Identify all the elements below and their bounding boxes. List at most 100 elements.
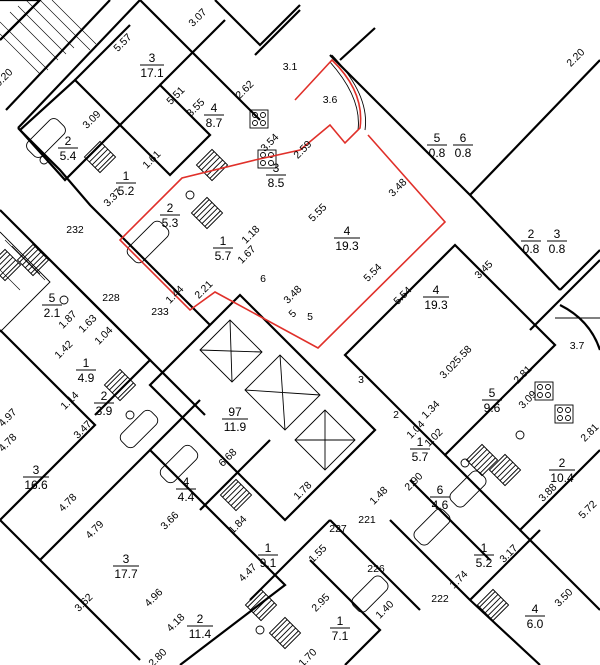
svg-text:4.9: 4.9: [78, 371, 95, 385]
svg-text:8.7: 8.7: [206, 116, 223, 130]
elevator-shaft-2: [244, 354, 321, 431]
fixtures: [26, 109, 574, 635]
dimension-label: 3.50: [552, 586, 575, 609]
svg-text:0.8: 0.8: [549, 242, 566, 256]
svg-text:4: 4: [211, 101, 218, 115]
dimension-label: 1.61: [140, 148, 163, 171]
svg-text:5.2: 5.2: [476, 556, 493, 570]
dimension-label: 233: [151, 306, 169, 318]
dimension-label: 1.02: [422, 426, 445, 449]
room-label: 2 0.8: [521, 227, 541, 256]
vent-shaft-icon: [488, 453, 522, 487]
room-label: 4 19.3: [334, 224, 360, 253]
svg-text:3: 3: [273, 161, 280, 175]
svg-text:4: 4: [344, 224, 351, 238]
dimension-label: 3.1: [283, 61, 298, 73]
dimension-label: 3.48: [386, 176, 409, 199]
svg-text:5.3: 5.3: [162, 216, 179, 230]
svg-text:3: 3: [33, 463, 40, 477]
dimension-label: 5: [307, 311, 313, 323]
dimension-label: 1.84: [226, 513, 249, 536]
room-label: 3 0.8: [547, 227, 567, 256]
svg-text:5.2: 5.2: [118, 184, 135, 198]
dimension-label: 3.45: [472, 258, 495, 281]
svg-text:4.4: 4.4: [178, 490, 195, 504]
dimension-label: 4.96: [142, 586, 165, 609]
dimension-label: 5.57: [111, 31, 134, 54]
dimension-label: 1.55: [306, 542, 329, 565]
svg-text:0.8: 0.8: [455, 146, 472, 160]
svg-text:8.5: 8.5: [268, 176, 285, 190]
dimension-label: 2.90: [402, 470, 425, 493]
room-label: 4 6.0: [525, 602, 545, 631]
room-label: 4 4.4: [176, 475, 196, 504]
svg-text:5: 5: [49, 291, 56, 305]
ventilation-shafts: [0, 140, 522, 650]
dimension-label: 2.21: [192, 278, 215, 301]
svg-text:6: 6: [437, 483, 444, 497]
dimension-label: 5.72: [576, 498, 599, 521]
room-label: 2 5.3: [160, 201, 180, 230]
room-label: 1 9.1: [258, 541, 278, 570]
dimension-label: 1.34: [419, 398, 442, 421]
dimension-label: 2.20: [564, 46, 587, 69]
room-label: 2 10.4: [549, 456, 575, 485]
room-label: 6 4.6: [430, 483, 450, 512]
svg-text:5.7: 5.7: [215, 249, 232, 263]
svg-text:6.0: 6.0: [527, 617, 544, 631]
svg-text:5: 5: [489, 386, 496, 400]
svg-text:2: 2: [197, 612, 204, 626]
dimension-label: 6.68: [216, 446, 239, 469]
dimension-label: 3.54: [258, 131, 281, 154]
vent-shaft-icon: [268, 616, 302, 650]
room-label: 1 4.9: [76, 356, 96, 385]
vent-shaft-icon: [0, 248, 22, 282]
svg-text:3.9: 3.9: [96, 404, 113, 418]
svg-text:1: 1: [265, 541, 272, 555]
svg-text:17.1: 17.1: [140, 66, 164, 80]
svg-text:5.7: 5.7: [412, 450, 429, 464]
vent-shaft-icon: [190, 196, 224, 230]
dimension-label: 3: [358, 374, 364, 386]
dimension-label: 5.51: [164, 84, 187, 107]
room-label: 2 5.4: [58, 134, 78, 163]
dimension-label: 4.78: [0, 431, 19, 454]
vent-shaft-icon: [16, 243, 50, 277]
labels: 3 17.1 2 5.4 4 8.7 1 5.2 3 8.5 2 5.3: [23, 51, 575, 643]
vent-shaft-icon: [103, 368, 137, 402]
dimension-label: 2: [393, 409, 399, 421]
dimension-label: 0.20: [0, 66, 15, 89]
dimension-label: 1.74: [447, 568, 470, 591]
room-label: 3 17.7: [113, 552, 139, 581]
dimension-label: 3.7: [570, 340, 585, 352]
svg-text:1: 1: [83, 356, 90, 370]
svg-text:0.8: 0.8: [523, 242, 540, 256]
dimension-label: 1.42: [52, 338, 75, 361]
dimension-label: 2.80: [146, 646, 169, 665]
room-label: 1 5.7: [213, 234, 233, 263]
svg-text:2: 2: [167, 201, 174, 215]
svg-text:5: 5: [434, 131, 441, 145]
svg-text:1: 1: [481, 541, 488, 555]
svg-text:17.7: 17.7: [114, 567, 138, 581]
dimension-label: 4.78: [56, 491, 79, 514]
dimension-label: 5.54: [361, 261, 384, 284]
room-label: 1 5.7: [410, 435, 430, 464]
vent-shaft-icon: [244, 588, 278, 622]
svg-text:4: 4: [433, 283, 440, 297]
svg-text:4: 4: [532, 602, 539, 616]
dimension-label: 1.48: [367, 484, 390, 507]
dimension-label: 1.18: [239, 223, 262, 246]
room-label: 5 9.6: [482, 386, 502, 415]
dimension-label: 1.70: [296, 646, 319, 665]
svg-text:97: 97: [228, 405, 242, 419]
vent-shaft-icon: [219, 478, 253, 512]
room-label: 5 0.8: [427, 131, 447, 160]
svg-text:2: 2: [528, 227, 535, 241]
svg-text:1: 1: [220, 234, 227, 248]
dimension-label: 4.97: [0, 406, 19, 429]
svg-text:4.6: 4.6: [432, 498, 449, 512]
dimension-label: 226: [367, 563, 385, 575]
dimension-label: 3.48: [281, 283, 304, 306]
